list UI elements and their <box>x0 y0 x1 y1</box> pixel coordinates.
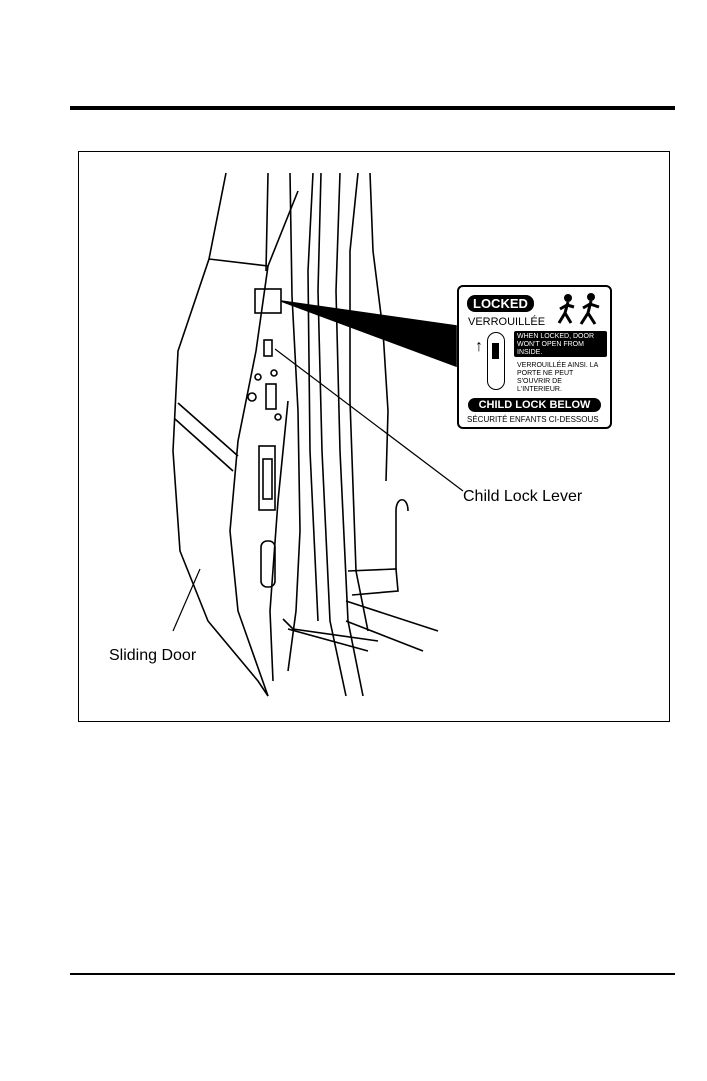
floor-line <box>346 601 438 651</box>
floor-step <box>348 569 398 595</box>
lock-slot <box>487 332 505 390</box>
callout-sliding-door: Sliding Door <box>109 647 196 665</box>
sticker-locked: LOCKED <box>467 295 534 312</box>
lever-box <box>255 289 281 313</box>
hardware-plate <box>266 384 276 409</box>
door-leader <box>173 569 200 631</box>
door-jamb-1 <box>308 173 318 621</box>
sticker: LOCKED VERROUILLÉE ↑ WHEN LOCKED, DOOR W… <box>457 285 612 429</box>
bottom-rule <box>70 973 675 975</box>
hardware-circle-3 <box>248 393 256 401</box>
hardware-circle-1 <box>255 374 261 380</box>
latch-slot <box>263 459 272 499</box>
door-trim <box>175 403 238 471</box>
door-outer-edge <box>173 173 268 696</box>
sticker-securite: SÉCURITÉ ENFANTS CI-DESSOUS <box>467 415 599 424</box>
lever-leader <box>275 349 463 491</box>
sticker-warning-en: WHEN LOCKED, DOOR WON'T OPEN FROM INSIDE… <box>514 331 607 357</box>
up-arrow-icon: ↑ <box>475 339 483 355</box>
hook <box>396 500 408 569</box>
door-panel <box>268 191 298 681</box>
children-running-icon <box>555 293 607 327</box>
lock-slot-knob <box>492 343 499 359</box>
child-lock-lever <box>264 340 272 356</box>
door-jamb-4 <box>350 173 368 631</box>
callout-child-lock-lever: Child Lock Lever <box>463 488 582 506</box>
door-illustration <box>78 151 670 722</box>
hardware-circle-2 <box>271 370 277 376</box>
sticker-verrouillee: VERROUILLÉE <box>468 316 545 328</box>
hardware-circle-4 <box>275 414 281 420</box>
sticker-wedge <box>281 301 456 366</box>
top-rule <box>70 106 675 110</box>
sticker-child-lock-below: CHILD LOCK BELOW <box>468 398 601 412</box>
door-jamb-2 <box>318 173 346 696</box>
door-top <box>209 259 268 266</box>
sticker-warning-fr: VERROUILLÉE AINSI. LA PORTE NE PEUT S'OU… <box>517 362 607 394</box>
